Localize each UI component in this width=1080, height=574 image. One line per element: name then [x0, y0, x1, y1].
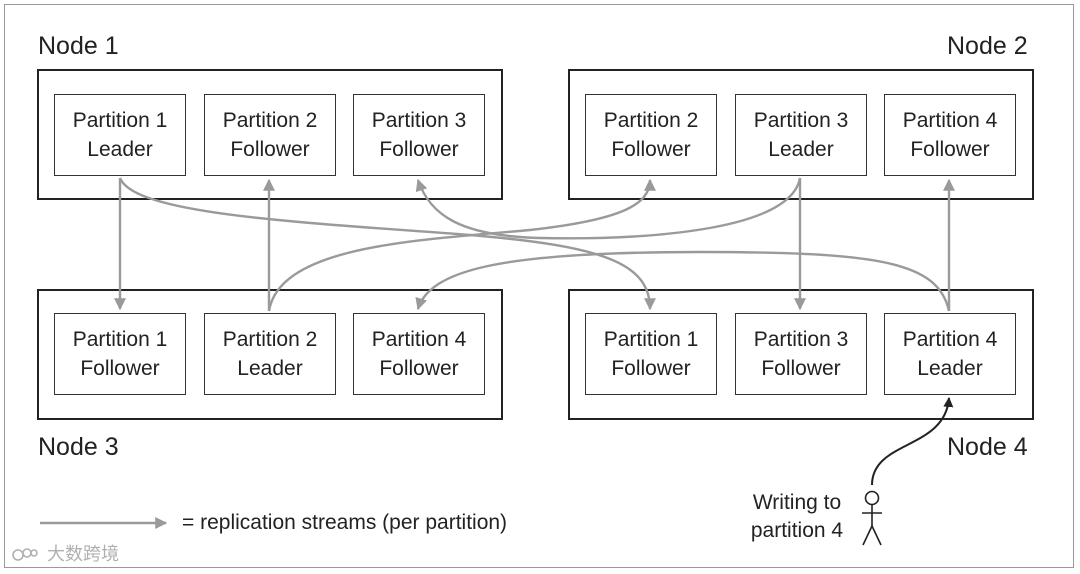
partition-role: Leader — [87, 138, 153, 161]
node4-partition-1-follower: Partition 1 Follower — [585, 313, 717, 395]
node2-partition-2-follower: Partition 2 Follower — [585, 94, 717, 176]
partition-name: Partition 2 — [222, 109, 318, 132]
stream-p1-n1-to-n4 — [118, 177, 656, 311]
node-4-label: Node 4 — [947, 433, 1028, 461]
partition-name: Partition 1 — [72, 328, 168, 351]
node1-partition-2-follower: Partition 2 Follower — [204, 94, 336, 176]
node3-partition-4-follower: Partition 4 Follower — [353, 313, 485, 395]
partition-role: Follower — [80, 357, 160, 380]
node-2-label: Node 2 — [947, 32, 1028, 60]
watermark-logo-icon — [12, 548, 38, 562]
partition-name: Partition 4 — [902, 109, 998, 132]
legend-text: = replication streams (per partition) — [182, 511, 508, 534]
write-arrow — [871, 397, 954, 486]
writer-label-line-2: partition 4 — [750, 519, 844, 542]
partition-role: Follower — [379, 357, 459, 380]
partition-name: Partition 3 — [753, 328, 849, 351]
node3-partition-1-follower: Partition 1 Follower — [54, 313, 186, 395]
partition-name: Partition 4 — [371, 328, 467, 351]
diagram-frame — [4, 4, 1074, 568]
node-3-label: Node 3 — [38, 433, 119, 461]
node2-partition-4-follower: Partition 4 Follower — [884, 94, 1016, 176]
partition-role: Leader — [917, 357, 983, 380]
user-icon — [862, 490, 882, 546]
watermark-text: 大数跨境 — [47, 544, 120, 564]
partition-name: Partition 1 — [72, 109, 168, 132]
partition-role: Follower — [611, 138, 691, 161]
partition-role: Leader — [237, 357, 303, 380]
stream-p3-n2-to-n1 — [415, 177, 802, 240]
node2-partition-3-leader: Partition 3 Leader — [735, 94, 867, 176]
partition-name: Partition 1 — [603, 328, 699, 351]
partition-role: Follower — [761, 357, 841, 380]
stream-p4-n4-to-n3 — [415, 250, 951, 312]
partition-role: Follower — [910, 138, 990, 161]
partition-name: Partition 4 — [902, 328, 998, 351]
partition-role: Follower — [611, 357, 691, 380]
node1-partition-3-follower: Partition 3 Follower — [353, 94, 485, 176]
node4-partition-3-follower: Partition 3 Follower — [735, 313, 867, 395]
node3-partition-2-leader: Partition 2 Leader — [204, 313, 336, 395]
partition-role: Follower — [379, 138, 459, 161]
watermark: 大数跨境 — [12, 540, 119, 566]
writer-label: Writing to partition 4 — [742, 489, 852, 545]
partition-name: Partition 2 — [222, 328, 318, 351]
partition-role: Follower — [230, 138, 310, 161]
stream-p2-n3-to-n2 — [267, 178, 656, 312]
partition-name: Partition 2 — [603, 109, 699, 132]
node1-partition-1-leader: Partition 1 Leader — [54, 94, 186, 176]
node4-partition-4-leader: Partition 4 Leader — [884, 313, 1016, 395]
writer-label-line-1: Writing to — [752, 491, 842, 514]
partition-role: Leader — [768, 138, 834, 161]
partition-name: Partition 3 — [371, 109, 467, 132]
partition-name: Partition 3 — [753, 109, 849, 132]
node-1-label: Node 1 — [38, 32, 119, 60]
